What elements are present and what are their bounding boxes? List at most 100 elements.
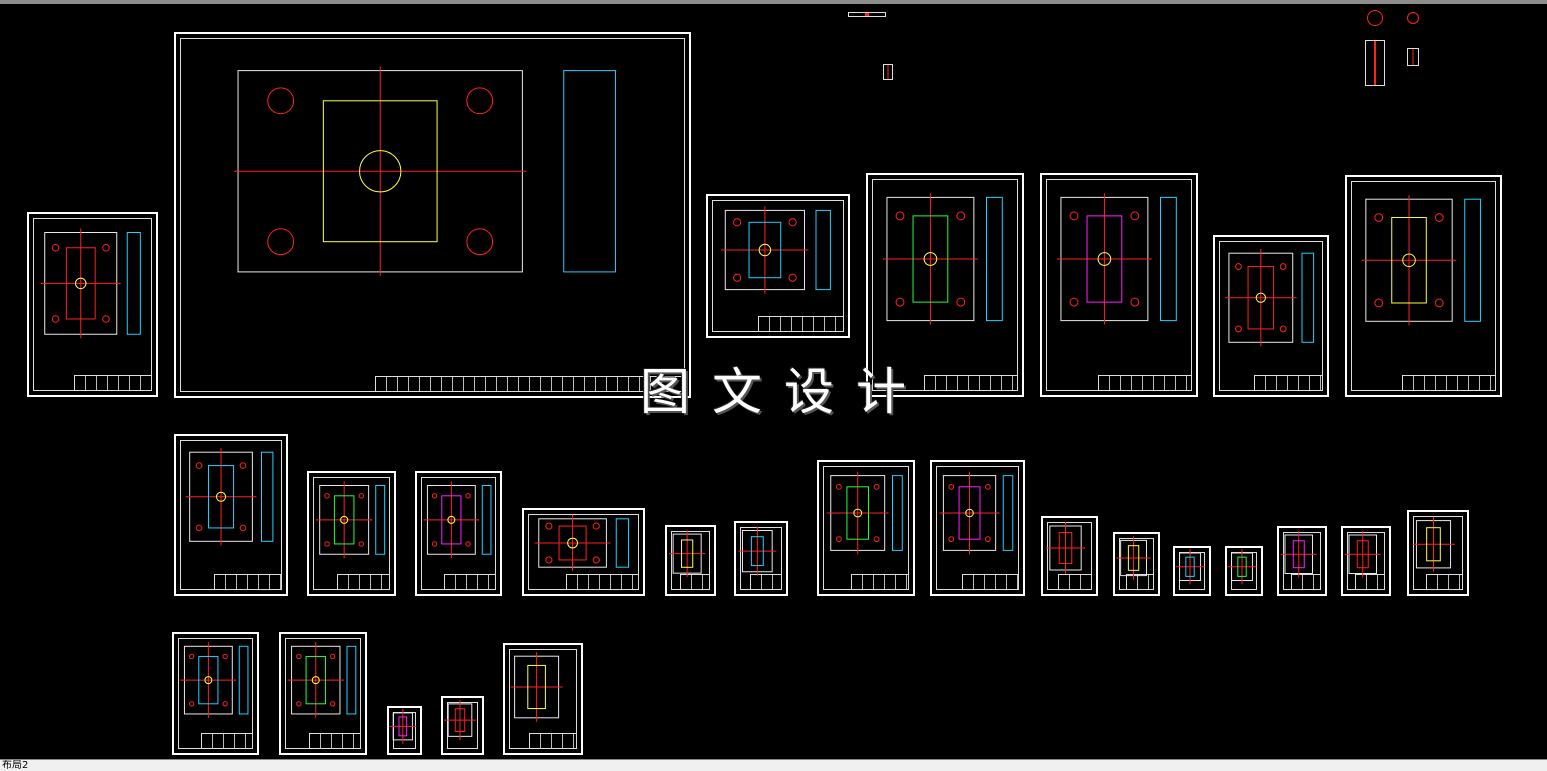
drawing-sheet[interactable] xyxy=(441,696,484,755)
part-detail xyxy=(333,495,355,545)
sprue-circle xyxy=(204,676,213,685)
sheet-drawing-content xyxy=(1281,531,1317,578)
sheet-drawing-content xyxy=(1175,549,1205,585)
window-top-edge xyxy=(0,0,1547,4)
drawing-sheet[interactable] xyxy=(817,460,915,596)
sheet-drawing-content xyxy=(185,448,274,546)
bolt-hole xyxy=(1235,263,1242,270)
drawing-sheet[interactable] xyxy=(307,471,396,596)
bolt-hole xyxy=(788,218,797,227)
sheet-drawing-content xyxy=(669,530,706,578)
part-detail xyxy=(1292,540,1305,569)
bolt-hole xyxy=(545,522,553,530)
part-detail xyxy=(398,716,408,737)
layout-tab-bar[interactable]: 布局2 xyxy=(0,759,1547,771)
sprue-circle xyxy=(567,537,579,549)
sheet-title-block xyxy=(923,375,1018,391)
bolt-hole xyxy=(956,211,966,221)
sheet-drawing-content xyxy=(315,481,386,559)
drawing-sheet[interactable] xyxy=(1341,526,1391,596)
sprue-circle xyxy=(340,515,349,524)
drawing-sheet[interactable] xyxy=(706,194,850,338)
part-detail xyxy=(1086,215,1123,303)
loose-part-view[interactable] xyxy=(1365,40,1385,86)
section-view xyxy=(615,518,630,568)
sprue-circle xyxy=(1255,292,1266,303)
drawing-sheet[interactable] xyxy=(1173,546,1211,596)
part-detail xyxy=(750,536,764,567)
bolt-hole xyxy=(1374,298,1384,308)
drawing-sheet[interactable] xyxy=(415,471,502,596)
layout-tab-active[interactable]: 布局2 xyxy=(2,760,29,771)
loose-part-view[interactable] xyxy=(1407,48,1419,66)
bolt-hole xyxy=(358,541,365,547)
sheet-drawing-content xyxy=(40,228,141,339)
bolt-hole xyxy=(267,228,295,256)
sheet-title-block xyxy=(375,376,685,392)
sheet-title-block xyxy=(850,574,909,590)
bolt-hole xyxy=(330,701,336,707)
loose-part-circle[interactable] xyxy=(1367,10,1383,26)
sheet-title-block xyxy=(1426,574,1463,590)
drawing-sheet[interactable] xyxy=(930,460,1025,596)
bolt-hole xyxy=(1130,211,1140,221)
sheet-drawing-content xyxy=(826,471,903,555)
bolt-hole xyxy=(296,653,302,660)
bolt-hole xyxy=(1130,297,1140,307)
drawing-sheet[interactable] xyxy=(172,632,259,755)
drawing-sheet[interactable] xyxy=(503,643,583,755)
bolt-hole xyxy=(358,493,365,499)
section-view xyxy=(346,645,357,715)
drawing-sheet[interactable] xyxy=(1225,546,1263,596)
sprue-circle xyxy=(758,243,772,257)
drawing-sheet[interactable] xyxy=(1113,532,1160,596)
sheet-drawing-content xyxy=(180,642,249,718)
drawing-sheet[interactable] xyxy=(522,508,645,596)
bolt-hole xyxy=(1279,263,1287,270)
drawing-sheet[interactable] xyxy=(174,32,691,398)
sprue-circle xyxy=(359,150,402,193)
drawing-sheet[interactable] xyxy=(1407,510,1469,596)
drawing-sheet[interactable] xyxy=(1040,173,1198,397)
drawing-sheet[interactable] xyxy=(1277,526,1327,596)
sheet-drawing-content xyxy=(1412,516,1455,572)
part-detail xyxy=(65,247,96,320)
bolt-hole xyxy=(51,315,60,323)
drawing-sheet[interactable] xyxy=(1345,175,1502,397)
drawing-sheet[interactable] xyxy=(1213,235,1329,397)
part-detail xyxy=(198,655,219,705)
sheet-drawing-content xyxy=(1361,195,1481,326)
bolt-hole xyxy=(466,87,494,115)
bolt-hole xyxy=(188,653,195,660)
drawing-sheet[interactable] xyxy=(387,706,422,755)
bolt-hole xyxy=(188,701,195,707)
sheet-drawing-content xyxy=(510,652,563,722)
sprue-circle xyxy=(75,277,87,290)
bolt-hole xyxy=(545,556,553,564)
drawing-sheet[interactable] xyxy=(866,173,1024,397)
sheet-title-block xyxy=(308,733,361,749)
drawing-sheet[interactable] xyxy=(665,525,716,596)
bolt-hole xyxy=(733,218,742,227)
bolt-hole xyxy=(895,297,905,307)
drawing-sheet[interactable] xyxy=(279,632,367,755)
loose-part-view[interactable] xyxy=(848,12,886,17)
bolt-hole xyxy=(102,315,110,323)
loose-part-view[interactable] xyxy=(883,64,893,80)
sheet-drawing-content xyxy=(444,699,476,741)
loose-part-circle[interactable] xyxy=(1407,12,1419,24)
sheet-title-block xyxy=(565,574,639,590)
sheet-drawing-content xyxy=(1116,536,1151,580)
drawing-sheet[interactable] xyxy=(734,521,788,596)
drawing-sheet[interactable] xyxy=(1041,516,1098,596)
drawing-sheet[interactable] xyxy=(27,212,158,397)
bolt-hole xyxy=(948,483,955,490)
bolt-hole xyxy=(948,536,955,543)
sprue-circle xyxy=(923,252,938,266)
part-detail xyxy=(1356,540,1369,569)
bolt-hole xyxy=(733,273,742,282)
bolt-hole xyxy=(1434,213,1444,222)
drawing-sheet[interactable] xyxy=(174,434,288,596)
bolt-hole xyxy=(324,493,330,499)
bolt-hole xyxy=(222,653,228,660)
